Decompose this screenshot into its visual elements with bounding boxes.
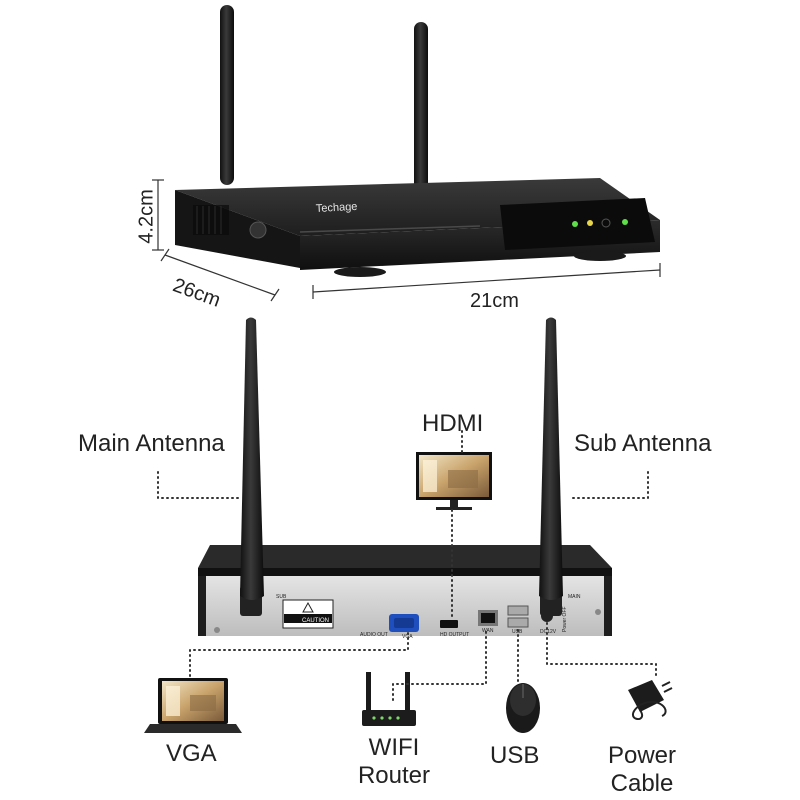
wifi-router-label: WIFI Router <box>352 734 436 789</box>
sub-port-label: SUB <box>276 594 287 600</box>
power-adapter-icon <box>628 680 673 721</box>
nvr-front-body <box>175 178 660 277</box>
vga-label: VGA <box>166 740 217 767</box>
wifi-router-icon <box>362 672 416 726</box>
dc-port-label: DC12V <box>540 629 557 635</box>
sub-antenna-label: Sub Antenna <box>574 430 712 457</box>
power-cable-label-line1: Power <box>607 742 677 769</box>
caution-label: CAUTION <box>302 618 329 624</box>
top-antenna-left <box>220 5 234 185</box>
hdmi-label: HDMI <box>422 410 484 437</box>
vga-laptop-icon <box>144 678 242 733</box>
hdmi-port-label: HD OUTPUT <box>440 632 469 638</box>
hdmi-monitor-icon <box>416 452 492 510</box>
vga-port-label: VGA <box>402 634 413 640</box>
wifi-router-label-line2: Router <box>357 761 431 789</box>
audio-out-label: AUDIO OUT <box>360 632 388 638</box>
sub-antenna <box>539 317 563 600</box>
wifi-router-label-line1: WIFI <box>368 734 420 761</box>
connector-lines <box>157 429 657 701</box>
main-antenna-label: Main Antenna <box>78 430 225 457</box>
width-dimension-line <box>312 263 661 299</box>
rear-port-labels: CAUTION AUDIO OUT VGA HD OUTPUT WAN USB … <box>276 594 581 640</box>
wan-port-label: WAN <box>482 628 494 634</box>
power-switch-label: Power OFF <box>562 606 568 632</box>
main-port-label: MAIN <box>568 594 581 600</box>
height-dimension-line <box>152 179 164 251</box>
power-cable-label-line2: Cable <box>610 769 674 797</box>
height-dimension-label: 4.2cm <box>135 189 158 244</box>
usb-port-label: USB <box>512 629 523 635</box>
depth-dimension-line <box>160 248 280 302</box>
usb-label: USB <box>490 742 540 769</box>
power-cable-label: Power Cable <box>600 742 684 797</box>
brand-logo-text: Techage <box>316 201 358 215</box>
width-dimension-label: 21cm <box>470 290 519 312</box>
main-antenna <box>240 317 264 600</box>
usb-mouse-icon <box>506 683 540 733</box>
top-antenna-right <box>414 22 428 190</box>
